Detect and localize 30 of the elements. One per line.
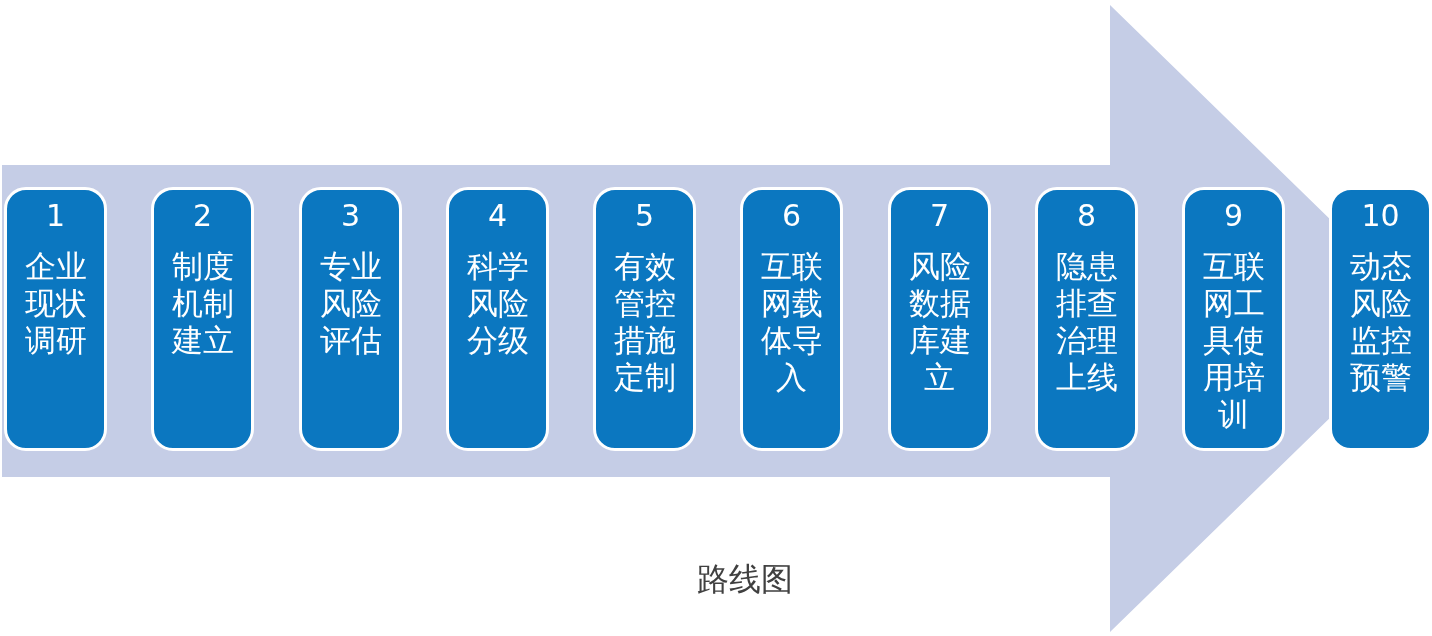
step-number: 9 [1222, 198, 1245, 233]
step-label: 动态风险监控预警 [1348, 248, 1413, 396]
step-card [1035, 187, 1138, 451]
step-number: 1 [44, 198, 67, 233]
step-card [888, 187, 991, 451]
step-number: 2 [191, 198, 214, 233]
step-number: 6 [780, 198, 803, 233]
step-label: 有效管控措施定制 [612, 248, 677, 396]
step-number: 7 [928, 198, 951, 233]
step-card [446, 187, 549, 451]
step-number: 3 [339, 198, 362, 233]
step-number: 8 [1075, 198, 1098, 233]
step-label: 隐患排查治理上线 [1054, 248, 1119, 396]
step-card [299, 187, 402, 451]
step-label: 互联网工具使用培训 [1201, 248, 1266, 433]
step-card [593, 187, 696, 451]
step-label: 企业现状调研 [23, 248, 88, 359]
step-card [1182, 187, 1285, 451]
caption: 路线图 [697, 559, 793, 600]
step-label: 专业风险评估 [318, 248, 383, 359]
step-number: 4 [486, 198, 509, 233]
step-number: 10 [1360, 198, 1401, 233]
step-label: 科学风险分级 [465, 248, 530, 359]
step-label: 互联网载体导入 [759, 248, 824, 396]
step-card [4, 187, 107, 451]
step-number: 5 [633, 198, 656, 233]
step-card [151, 187, 254, 451]
step-card [740, 187, 843, 451]
step-label: 风险数据库建立 [907, 248, 972, 396]
step-label: 制度机制建立 [170, 248, 235, 359]
